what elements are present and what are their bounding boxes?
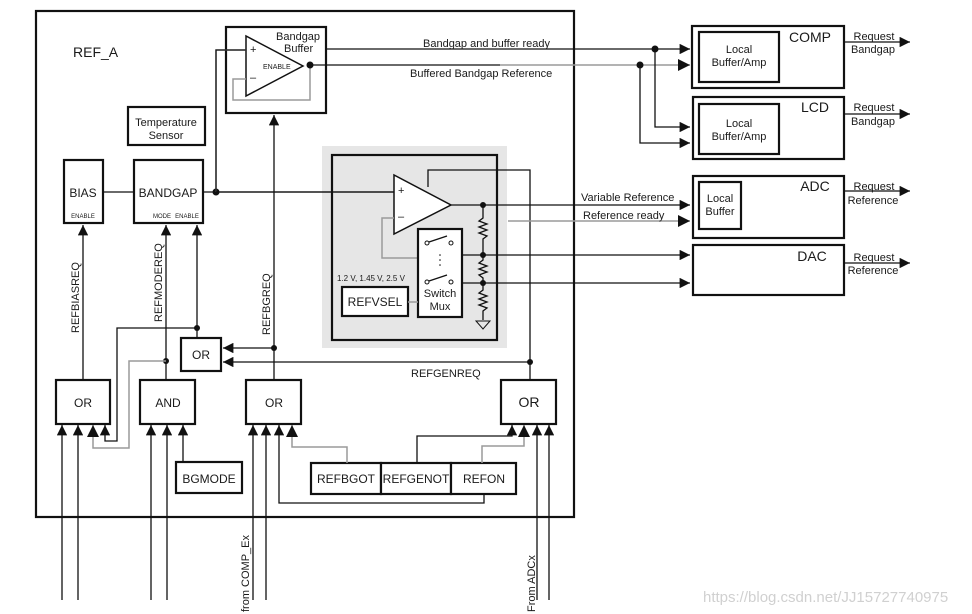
svg-text:Reference: Reference [848, 195, 899, 207]
peripheral-comp: COMP Local Buffer/Amp Request Bandgap [690, 24, 910, 90]
svg-text:Bandgap: Bandgap [851, 44, 895, 56]
switch-mux-block: Switch Mux [416, 227, 464, 319]
svg-text:ADC: ADC [800, 178, 830, 194]
or-gate-refgen: OR [499, 378, 558, 426]
bias-block: BIAS ENABLE [62, 158, 105, 225]
svg-text:Local: Local [707, 193, 733, 205]
watermark: https://blog.csdn.net/JJ15727740975 [703, 589, 948, 606]
svg-text:REFBGOT: REFBGOT [317, 472, 376, 486]
or-gate-bandgap: OR [244, 378, 303, 426]
svg-text:Buffer/Amp: Buffer/Amp [712, 57, 767, 69]
svg-text:REFON: REFON [463, 472, 505, 486]
bgmode-register: BGMODE [174, 460, 244, 495]
signal-refbgreq: REFBGREQ [261, 273, 273, 335]
and-gate-mode: AND [138, 378, 197, 426]
bandgap-buffer-block: + – ENABLE Bandgap Buffer [224, 25, 328, 115]
buffer-plus-sign: + [250, 44, 256, 56]
peripheral-lcd: LCD Local Buffer/Amp Request Bandgap [691, 95, 910, 161]
svg-text:Local: Local [726, 44, 752, 56]
ref-a-module-border [34, 9, 576, 519]
svg-text:–: – [398, 211, 405, 223]
svg-text:OR: OR [74, 396, 92, 410]
svg-text:Buffer/Amp: Buffer/Amp [712, 131, 767, 143]
svg-text:MODE: MODE [153, 214, 171, 220]
peripheral-dac: DAC Request Reference [691, 243, 910, 297]
refvsel-block: REFVSEL 1.2 V, 1.45 V, 2.5 V [337, 274, 410, 318]
signal-refgenreq: REFGENREQ [411, 368, 481, 380]
svg-text:DAC: DAC [797, 248, 827, 264]
signal-refbiasreq: REFBIASREQ [70, 262, 82, 333]
svg-text:Request: Request [854, 31, 895, 43]
svg-text:BANDGAP: BANDGAP [139, 186, 198, 200]
svg-text:Bandgap: Bandgap [851, 116, 895, 128]
signal-from-adc: From ADCx [526, 555, 538, 612]
svg-text:Mux: Mux [430, 301, 451, 313]
signal-reference-ready: Reference ready [583, 210, 665, 222]
svg-text:BGMODE: BGMODE [182, 472, 235, 486]
signal-from-comp: from COMP_Ex [240, 534, 252, 612]
svg-text:Local: Local [726, 118, 752, 130]
buffer-enable-label: ENABLE [263, 64, 291, 71]
svg-text:COMP: COMP [789, 29, 831, 45]
temperature-sensor-block: Temperature Sensor [126, 105, 207, 147]
svg-text:Buffer: Buffer [705, 206, 734, 218]
refbgot-register: REFBGOT [309, 461, 383, 496]
svg-text:OR: OR [519, 394, 540, 410]
refgenot-register: REFGENOT [379, 461, 453, 496]
refon-register: REFON [449, 461, 518, 496]
buffer-minus-sign: – [250, 72, 257, 84]
svg-text:Temperature: Temperature [135, 117, 197, 129]
signal-variable-reference: Variable Reference [581, 192, 674, 204]
svg-text:OR: OR [265, 396, 283, 410]
buffer-title-line1: Bandgap [276, 31, 320, 43]
svg-text:REFVSEL: REFVSEL [348, 295, 403, 309]
svg-text:ENABLE: ENABLE [71, 214, 95, 220]
svg-text:ENABLE: ENABLE [175, 214, 199, 220]
svg-text:Request: Request [854, 181, 895, 193]
signal-refmodereq: REFMODEREQ [153, 243, 165, 322]
svg-text:Request: Request [854, 252, 895, 264]
or-gate-bias: OR [54, 378, 112, 426]
buffer-title-line2: Buffer [284, 43, 313, 55]
variable-reference-region [322, 146, 507, 348]
signal-bandgap-buffer-ready: Bandgap and buffer ready [423, 38, 551, 50]
svg-text:AND: AND [155, 396, 181, 410]
module-title: REF_A [73, 44, 119, 60]
peripheral-adc: ADC Local Buffer Request Reference [691, 174, 910, 240]
reference-amplifier: + – [393, 173, 453, 236]
refvsel-voltage-options: 1.2 V, 1.45 V, 2.5 V [337, 274, 406, 283]
svg-text:LCD: LCD [801, 99, 829, 115]
signal-buffered-bandgap-reference: Buffered Bandgap Reference [410, 68, 552, 80]
svg-text:Sensor: Sensor [149, 130, 184, 142]
svg-text:Request: Request [854, 102, 895, 114]
svg-text:+: + [398, 185, 404, 197]
variable-reference-block [330, 153, 499, 342]
svg-text:REFGENOT: REFGENOT [383, 472, 450, 486]
svg-text:Switch: Switch [424, 288, 456, 300]
svg-text:OR: OR [192, 348, 210, 362]
svg-text:Reference: Reference [848, 265, 899, 277]
bandgap-block: BANDGAP MODE ENABLE [132, 158, 205, 225]
svg-text:BIAS: BIAS [69, 186, 96, 200]
or-gate-small: OR [179, 336, 223, 373]
